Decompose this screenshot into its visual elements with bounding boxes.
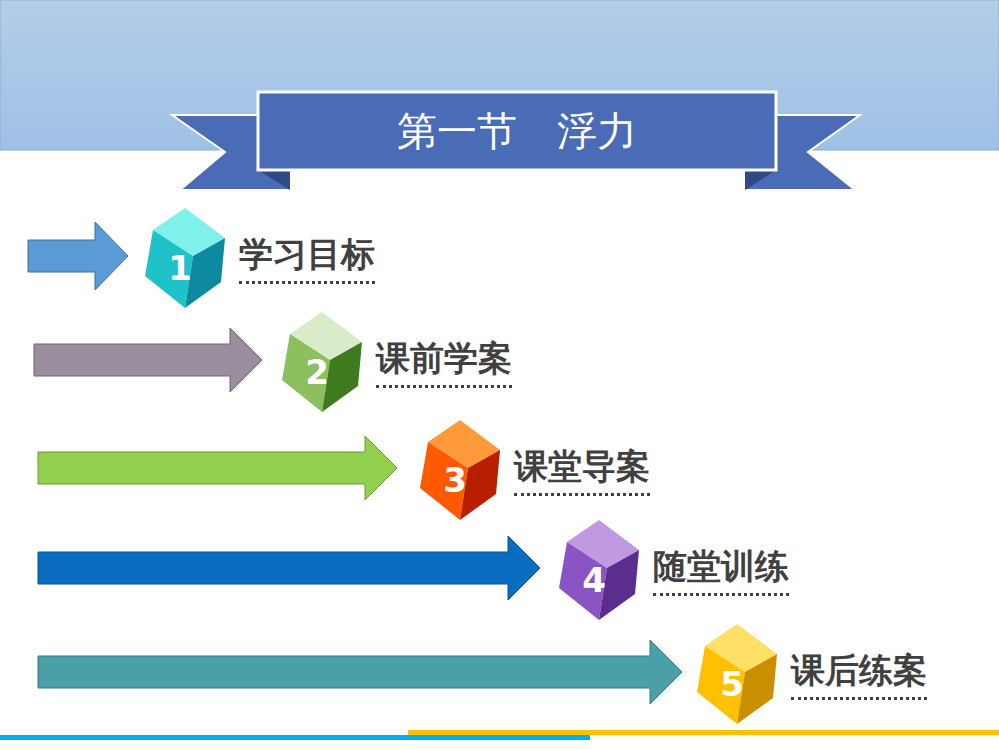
number-cube: 3课堂导案 [420, 420, 500, 520]
callout-number: 1 [145, 251, 215, 285]
arrow [38, 536, 540, 600]
section-label: 课后练案 [791, 652, 927, 700]
ribbon-fold [745, 170, 776, 190]
arrow [38, 640, 682, 704]
section-label: 课前学案 [376, 340, 512, 388]
slide-title: 第一节 浮力 [397, 111, 637, 151]
arrow [28, 222, 128, 290]
bottom-rule [408, 730, 999, 735]
section-label: 学习目标 [239, 236, 375, 284]
arrow [38, 436, 397, 500]
number-cube: 4随堂训练 [559, 520, 639, 620]
callout-number: 4 [559, 563, 629, 597]
bottom-rule [0, 735, 590, 740]
header-band [0, 0, 999, 150]
callout-number: 5 [697, 667, 767, 701]
number-cube: 5课后练案 [697, 624, 777, 724]
number-cube: 2课前学案 [282, 312, 362, 412]
callout-number: 3 [420, 463, 490, 497]
section-label: 随堂训练 [653, 548, 789, 596]
arrow [34, 328, 262, 392]
number-cube: 1学习目标 [145, 208, 225, 308]
callout-number: 2 [282, 355, 352, 389]
section-label: 课堂导案 [514, 448, 650, 496]
ribbon-fold [258, 170, 290, 190]
title-banner [258, 92, 776, 170]
